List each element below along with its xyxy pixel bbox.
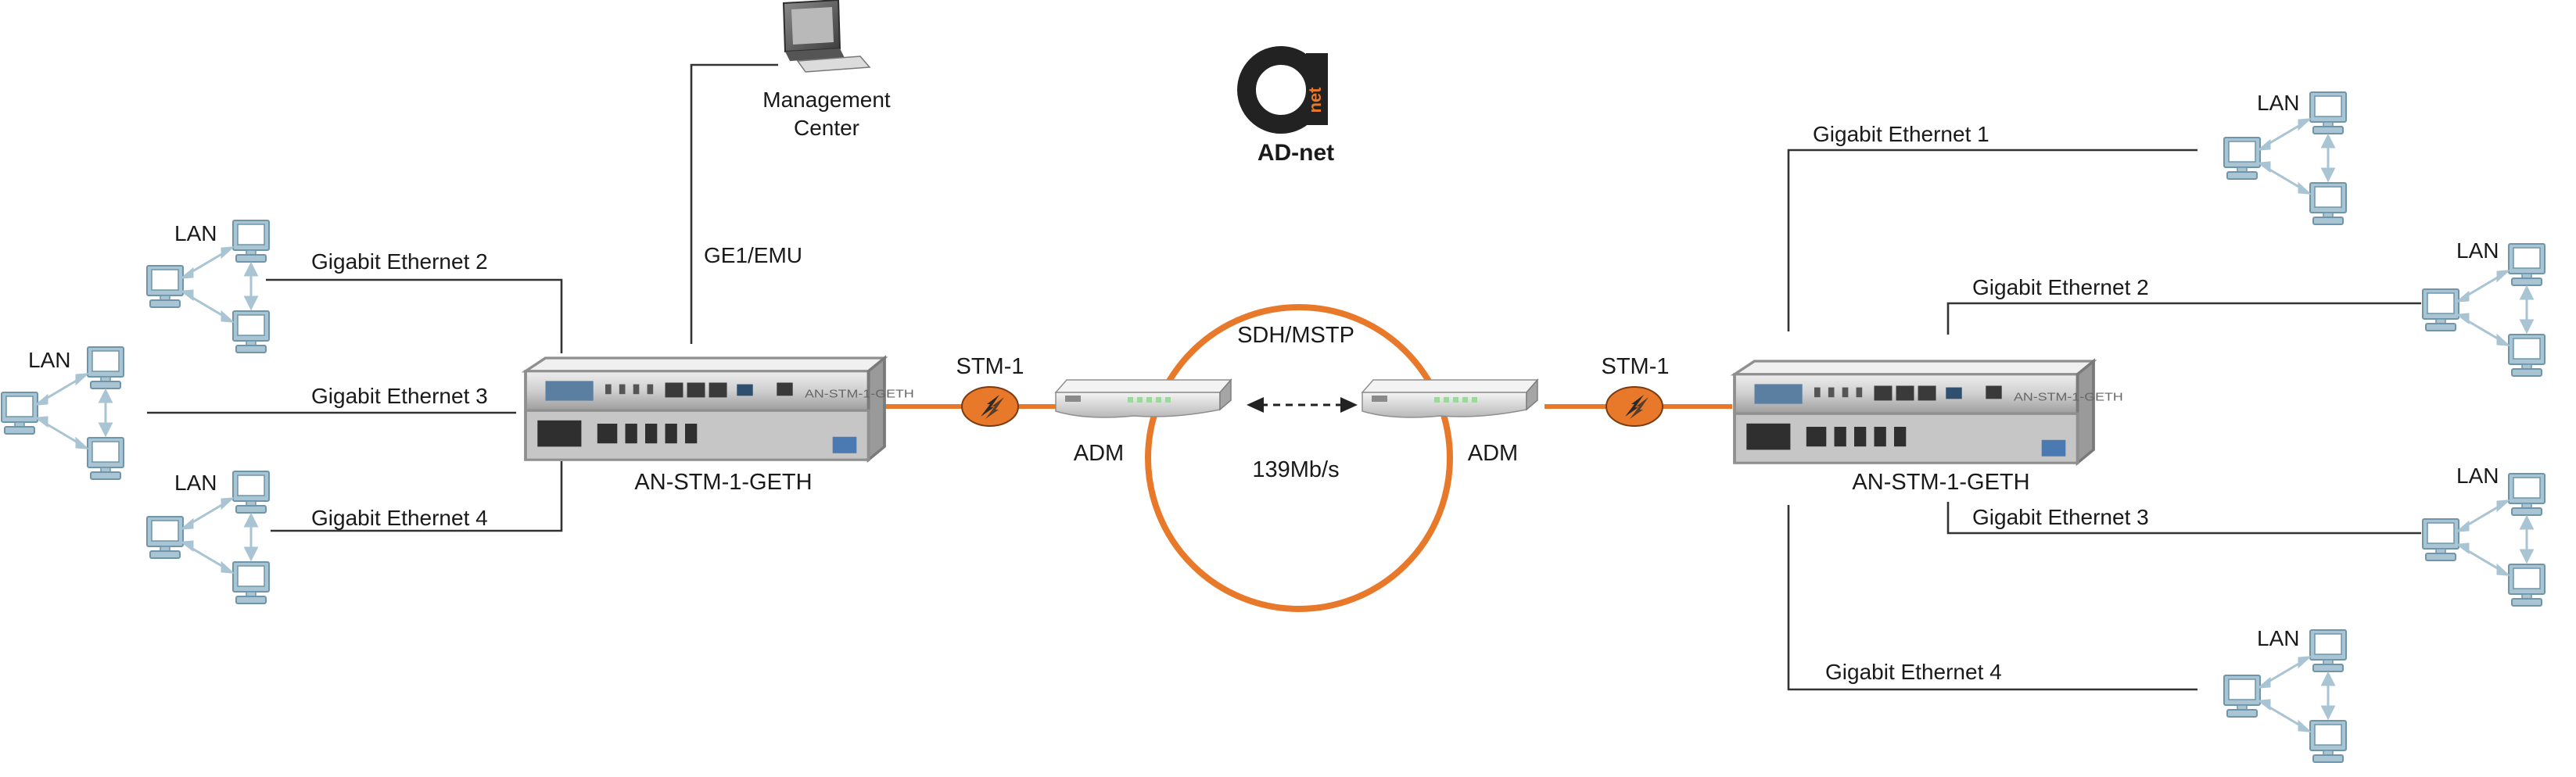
management-center: Management Center GE1/EMU	[690, 0, 891, 344]
stm-icon-left	[961, 386, 1019, 427]
left-link-label-3: Gigabit Ethernet 4	[311, 506, 488, 530]
management-label-line2: Center	[794, 116, 859, 140]
left-link-label-2: Gigabit Ethernet 3	[311, 384, 488, 408]
logo-name: AD-net	[1258, 140, 1334, 166]
left-site: AN-STM-1-GETH Gigabit Ethernet 2 Gigabit…	[2, 220, 916, 603]
management-label-line1: Management	[762, 88, 891, 112]
right-link-label-3: Gigabit Ethernet 3	[1972, 505, 2149, 529]
lan-label-left-middle: LAN	[28, 348, 70, 372]
device-left	[524, 356, 916, 462]
lan-label-left-bottom: LAN	[174, 471, 217, 495]
lan-cluster-right-3	[2423, 474, 2545, 606]
lan-label-right-4: LAN	[2257, 626, 2299, 650]
right-link-label-4: Gigabit Ethernet 4	[1825, 660, 2002, 684]
adm-link-arrow	[1247, 397, 1358, 413]
device-right	[1733, 360, 2125, 465]
lan-cluster-right-2	[2423, 244, 2545, 376]
adm-device-left	[1055, 379, 1232, 418]
adm-label-left: ADM	[1074, 441, 1124, 466]
logo-mark-text: net	[1305, 87, 1325, 113]
monitor-icon	[782, 0, 871, 73]
stm-label-left: STM-1	[956, 354, 1024, 379]
protocol-label: SDH/MSTP	[1237, 323, 1354, 348]
right-site: AN-STM-1-GETH Gigabit Ethernet 1 Gigabit…	[1733, 91, 2545, 762]
lan-label-right-2: LAN	[2456, 238, 2499, 263]
stm-label-right: STM-1	[1602, 354, 1670, 379]
lan-label-left-top: LAN	[174, 221, 217, 245]
sdh-ring	[1145, 304, 1453, 612]
adm-device-right	[1362, 379, 1538, 418]
device-label-right: AN-STM-1-GETH	[1852, 470, 2029, 495]
left-link-label-1: Gigabit Ethernet 2	[311, 249, 488, 274]
right-link-label-2: Gigabit Ethernet 2	[1972, 275, 2149, 299]
ad-net-logo: net AD-net	[1237, 46, 1334, 166]
right-link-label-1: Gigabit Ethernet 1	[1813, 122, 1989, 146]
rate-label: 139Mb/s	[1252, 457, 1339, 482]
lan-label-right-3: LAN	[2456, 464, 2499, 488]
adm-label-right: ADM	[1468, 441, 1518, 466]
device-label-left: AN-STM-1-GETH	[634, 470, 812, 495]
management-link-label: GE1/EMU	[704, 243, 802, 267]
stm-icon-right	[1606, 386, 1663, 427]
lan-label-right-1: LAN	[2257, 91, 2299, 115]
